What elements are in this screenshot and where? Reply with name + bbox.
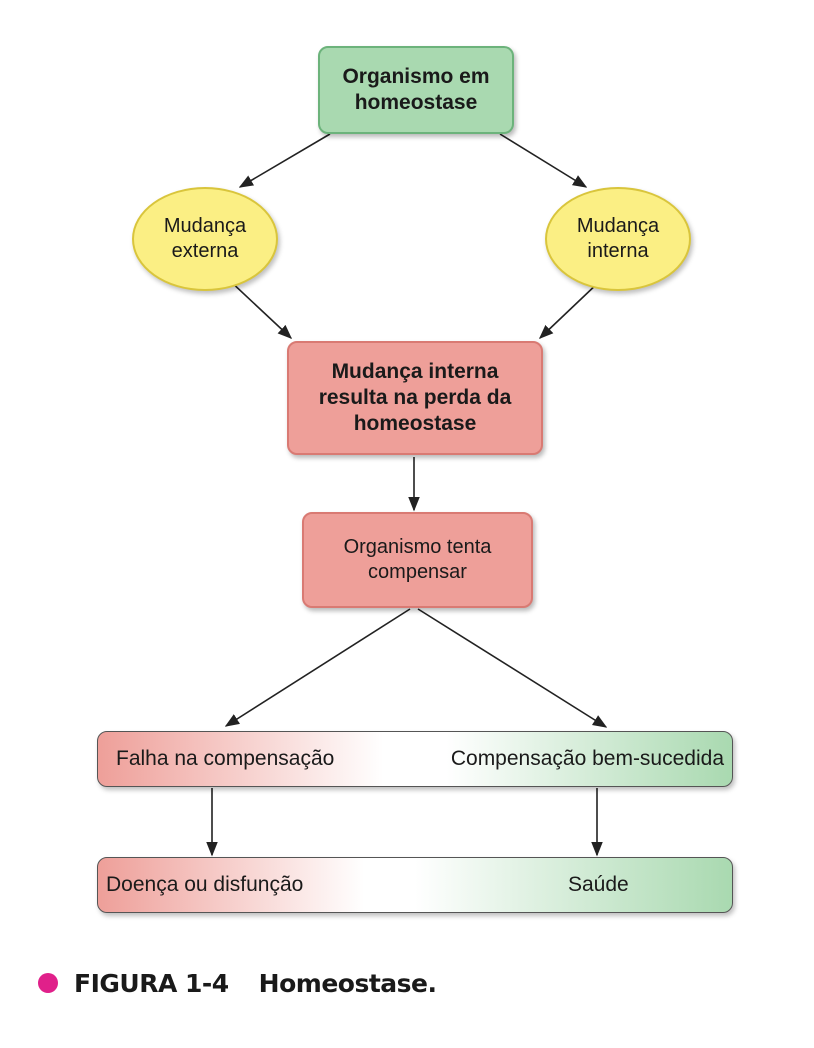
figure-number: FIGURA 1-4 <box>74 968 229 998</box>
compensation-failure-label: Falha na compensação <box>116 747 335 770</box>
internal-change-label: Mudança interna <box>576 215 660 262</box>
compensation-spectrum-bar: Falha na compensação Compensação bem-suc… <box>97 731 733 787</box>
arrow-external-to-loss <box>227 278 293 339</box>
arrow-top-to-internal <box>499 133 588 188</box>
health-label: Saúde <box>568 873 629 896</box>
arrow-compensate-to-failure <box>224 608 411 727</box>
homeostasis-loss-label: Mudança interna resulta na perda da home… <box>318 359 512 436</box>
figure-caption: FIGURA 1-4 Homeostase. <box>38 963 437 1003</box>
homeostasis-loss-box: Mudança interna resulta na perda da home… <box>287 341 543 455</box>
compensation-success-label: Compensação bem-sucedida <box>450 747 724 770</box>
arrow-internal-to-loss <box>538 280 601 339</box>
caption-bullet-icon <box>38 973 58 993</box>
external-change-label: Mudança externa <box>163 215 247 262</box>
outcome-spectrum-bar: Doença ou disfunção Saúde <box>97 857 733 913</box>
external-change-ellipse: Mudança externa <box>132 187 278 291</box>
internal-change-ellipse: Mudança interna <box>545 187 691 291</box>
compensation-attempt-box: Organismo tenta compensar <box>302 512 533 608</box>
disease-label: Doença ou disfunção <box>106 873 304 896</box>
arrow-compensate-to-success <box>417 608 608 728</box>
organism-homeostasis-label: Organismo em homeostase <box>342 64 490 114</box>
figure-title: Homeostase. <box>258 968 437 998</box>
organism-homeostasis-box: Organismo em homeostase <box>318 46 514 134</box>
compensation-attempt-label: Organismo tenta compensar <box>343 536 492 583</box>
arrow-top-to-external <box>238 133 331 188</box>
